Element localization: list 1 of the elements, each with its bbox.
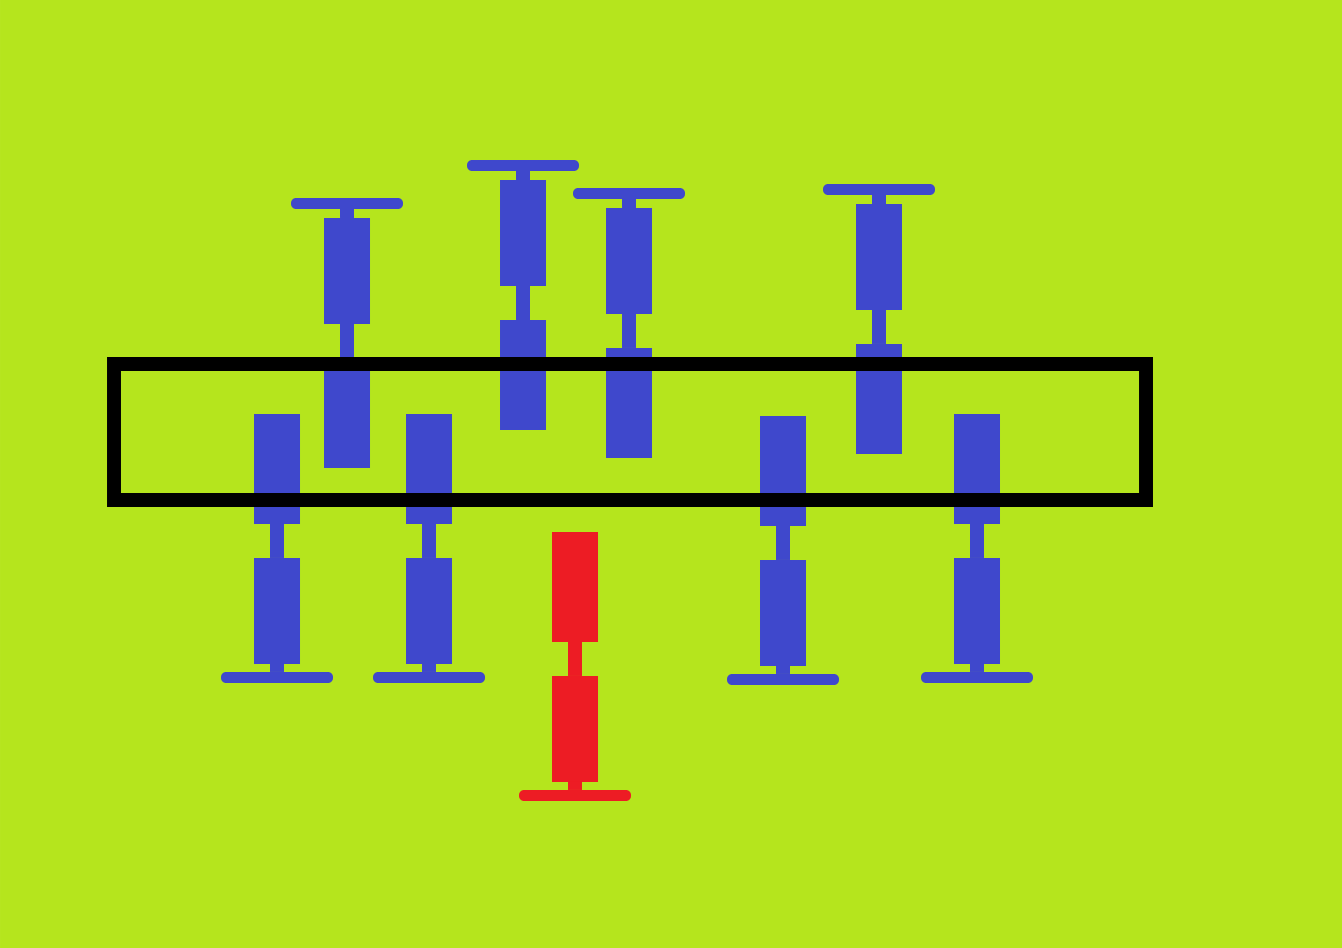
frame-box (107, 357, 1153, 507)
